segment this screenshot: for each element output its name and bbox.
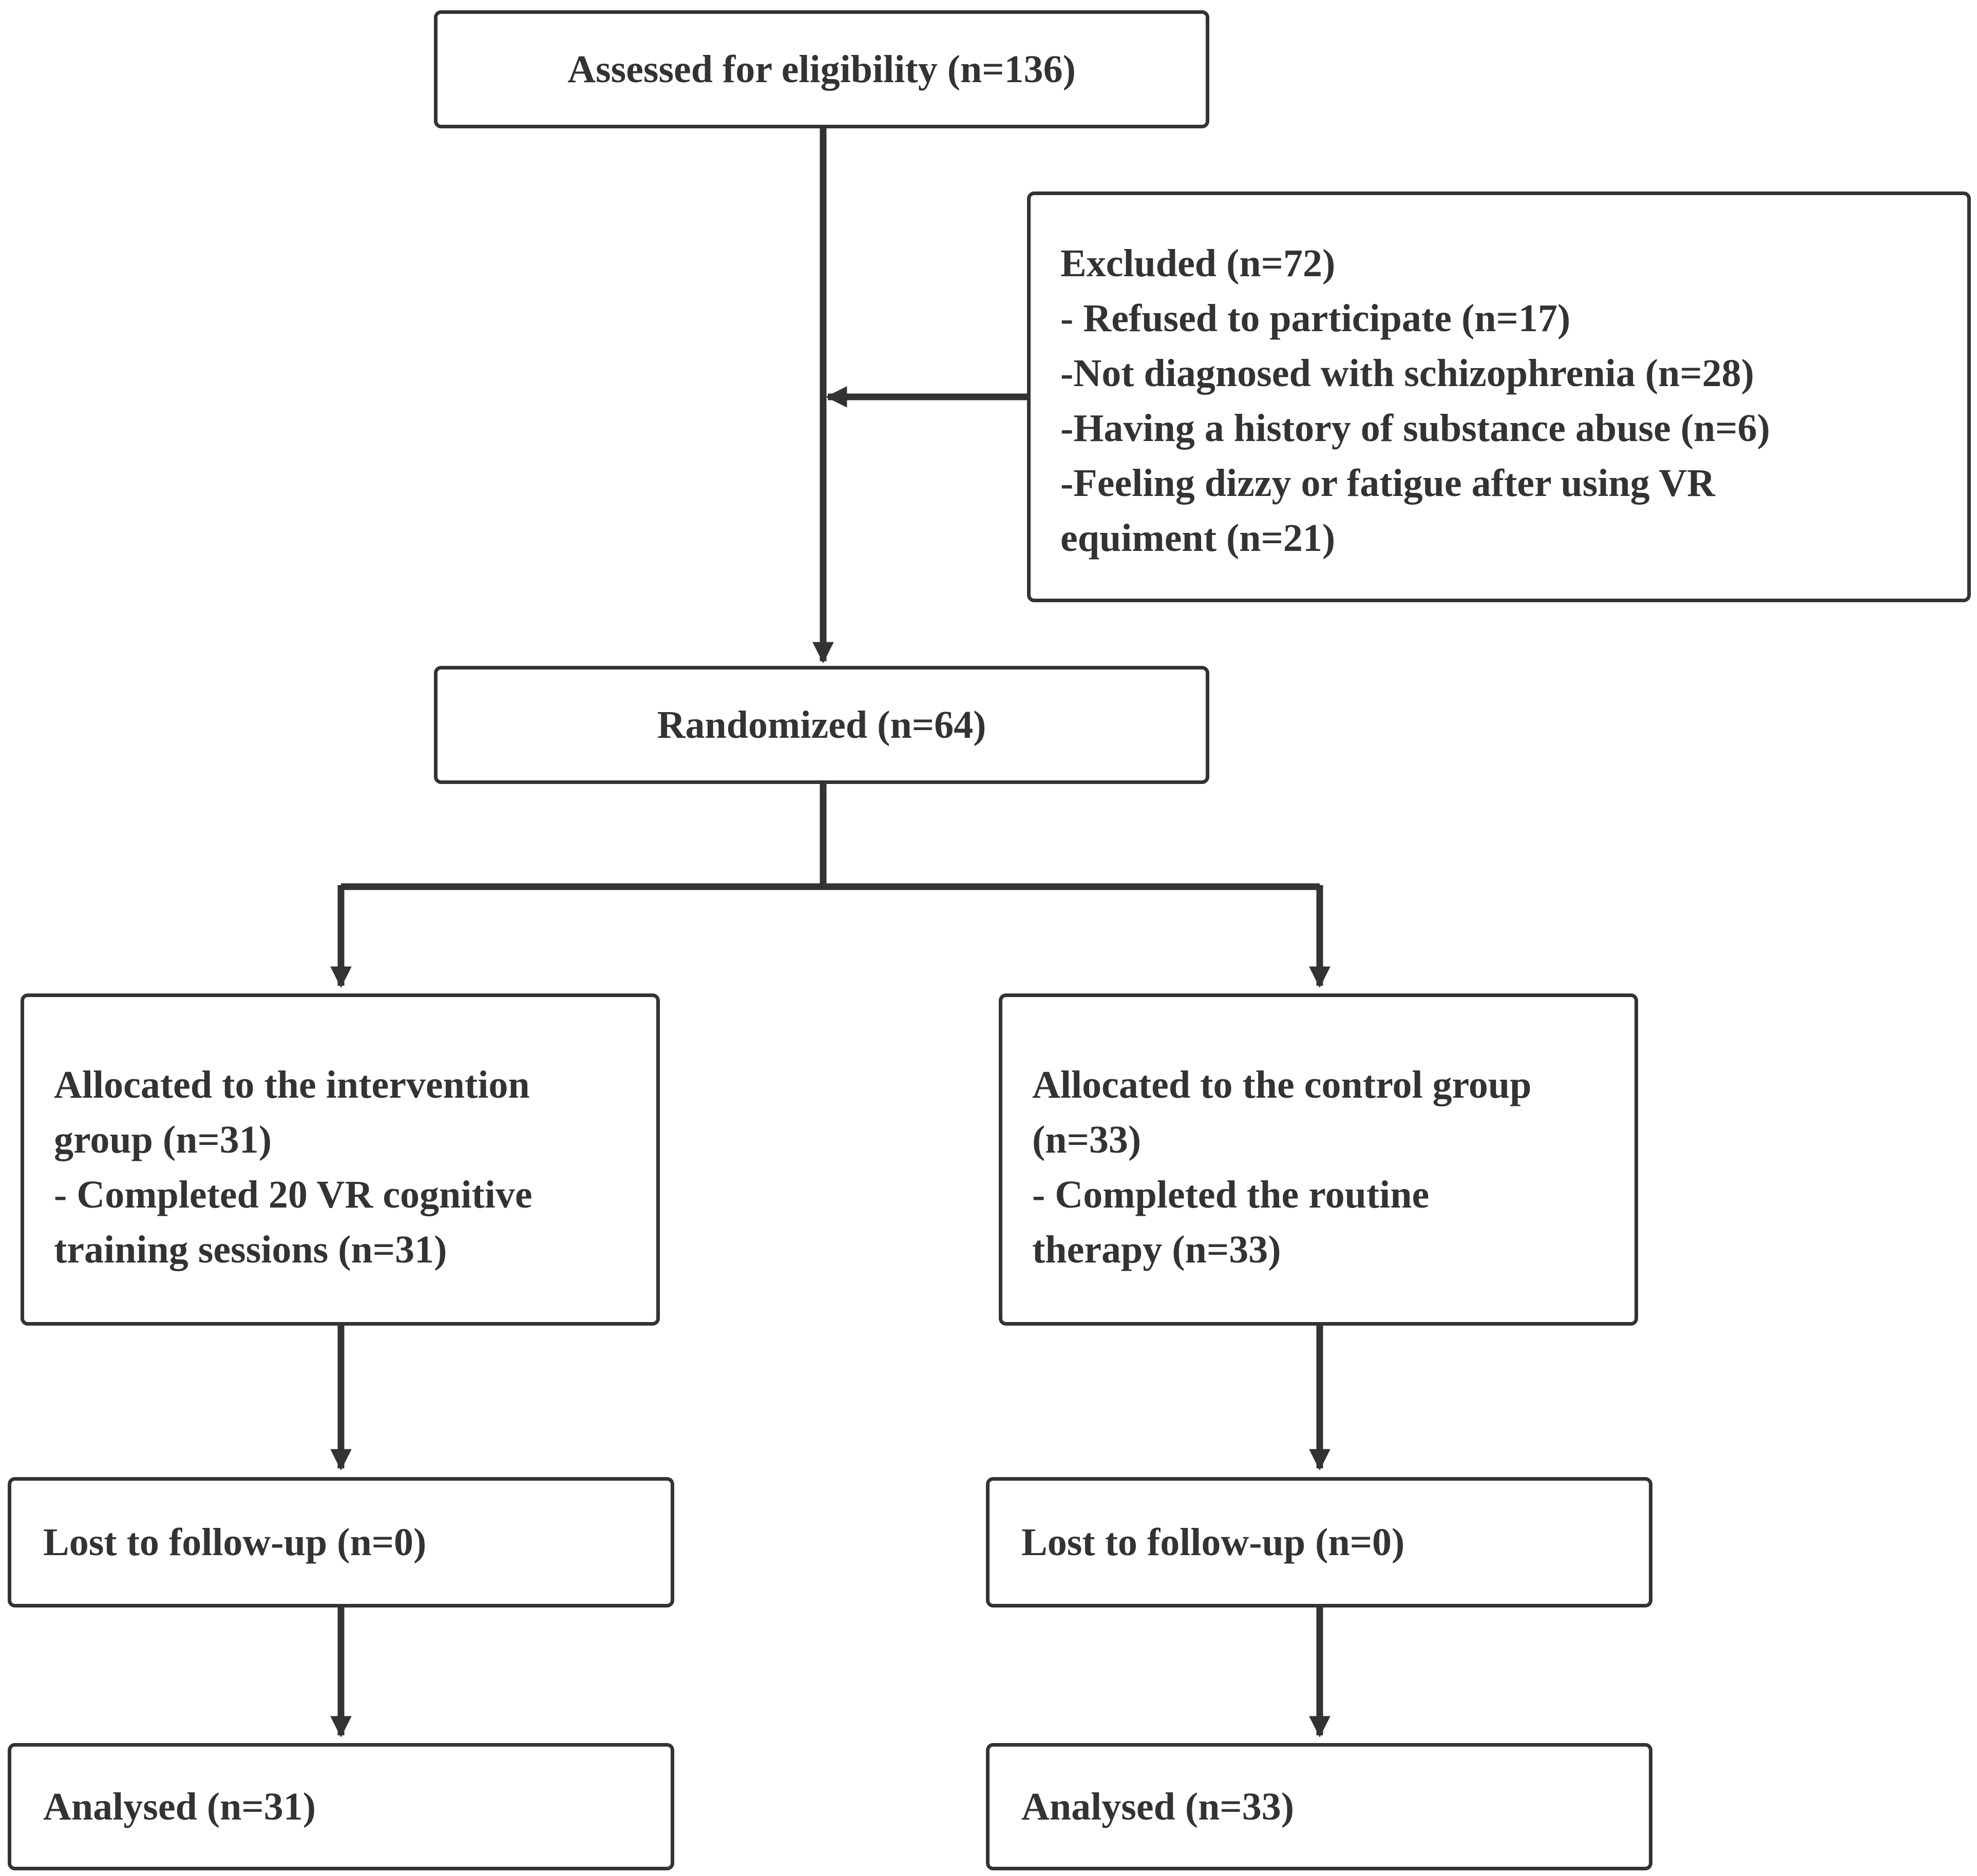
intervention-lost-label: Lost to follow-up (n=0) xyxy=(43,1520,427,1564)
control-lost-label: Lost to follow-up (n=0) xyxy=(1021,1520,1405,1564)
assessed-label: Assessed for eligibility (n=136) xyxy=(567,47,1076,91)
control-allocated-line-3: - Completed the routine xyxy=(1032,1173,1430,1216)
control-analysed-label: Analysed (n=33) xyxy=(1021,1785,1295,1828)
control-allocated-box: Allocated to the control group (n=33) - … xyxy=(999,993,1638,1326)
control-allocated-line-2: (n=33) xyxy=(1032,1118,1142,1161)
excluded-reason-substance-abuse: -Having a history of substance abuse (n=… xyxy=(1060,407,1770,450)
excluded-reason-dizzy-line-1: -Feeling dizzy or fatigue after using VR xyxy=(1060,462,1715,505)
intervention-allocated-box: Allocated to the intervention group (n=3… xyxy=(21,993,660,1326)
intervention-analysed-label: Analysed (n=31) xyxy=(43,1785,316,1828)
excluded-reason-dizzy-line-2: equiment (n=21) xyxy=(1060,516,1336,560)
intervention-analysed-box: Analysed (n=31) xyxy=(8,1743,674,1870)
control-allocated-line-1: Allocated to the control group xyxy=(1032,1063,1532,1106)
randomized-box: Randomized (n=64) xyxy=(434,666,1209,784)
intervention-allocated-line-2: group (n=31) xyxy=(54,1118,272,1161)
control-allocated-line-4: therapy (n=33) xyxy=(1032,1228,1281,1271)
excluded-box: Excluded (n=72) - Refused to participate… xyxy=(1027,192,1971,602)
excluded-reason-not-diagnosed: -Not diagnosed with schizophrenia (n=28) xyxy=(1060,352,1754,395)
intervention-lost-box: Lost to follow-up (n=0) xyxy=(8,1477,674,1607)
intervention-allocated-line-4: training sessions (n=31) xyxy=(54,1228,447,1271)
excluded-reason-refused: - Refused to participate (n=17) xyxy=(1060,297,1571,340)
assessed-box: Assessed for eligibility (n=136) xyxy=(434,10,1209,128)
intervention-allocated-line-3: - Completed 20 VR cognitive xyxy=(54,1173,533,1216)
randomized-label: Randomized (n=64) xyxy=(657,703,986,746)
excluded-title: Excluded (n=72) xyxy=(1060,242,1336,285)
control-lost-box: Lost to follow-up (n=0) xyxy=(986,1477,1652,1607)
control-analysed-box: Analysed (n=33) xyxy=(986,1743,1652,1870)
intervention-allocated-line-1: Allocated to the intervention xyxy=(54,1063,530,1106)
